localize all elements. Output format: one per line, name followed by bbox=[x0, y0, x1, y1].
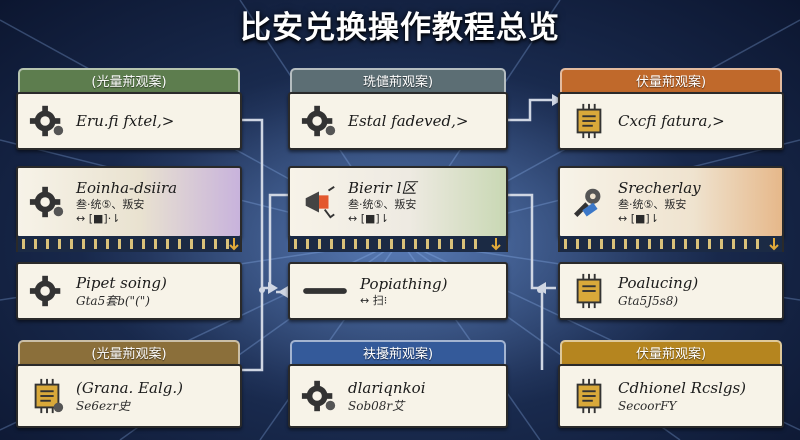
column-header-center-bottom: 衭擾荊观案) bbox=[290, 340, 506, 366]
column-header-left-top: (光量荊观案) bbox=[18, 68, 240, 94]
column-header-right-bottom: 伏量荊观案) bbox=[560, 340, 782, 366]
megaphone-icon bbox=[300, 183, 338, 221]
card-subtitle: 叁·统⑤、叛安 bbox=[348, 197, 417, 211]
card-title: Srecherlay bbox=[618, 178, 701, 197]
step-card-r1[interactable]: Cxcfi fatura,> bbox=[558, 92, 784, 150]
progress-ticks bbox=[288, 236, 508, 252]
card-title: dlariqnkoi bbox=[348, 378, 426, 397]
gear-icon bbox=[300, 377, 338, 415]
card-subtitle: SecoorFY bbox=[618, 398, 677, 413]
gear-icon bbox=[28, 183, 66, 221]
step-card-l4[interactable]: (Grana. Ealg.) Se6ezr史 bbox=[16, 364, 242, 428]
chip-icon bbox=[570, 102, 608, 140]
column-header-center-top: 珗儙荊观案) bbox=[290, 68, 506, 94]
card-subtitle: 叁·统⑤、叛安 bbox=[618, 197, 687, 211]
step-card-l1[interactable]: Eru.fi fxtel,> bbox=[16, 92, 242, 150]
card-title: Eru.fi fxtel,> bbox=[76, 111, 175, 130]
card-title: Estal fadeved,> bbox=[348, 111, 469, 130]
chip-icon bbox=[28, 377, 66, 415]
card-subtitle: Gta5J5s8) bbox=[618, 293, 679, 308]
gear-icon bbox=[28, 272, 66, 310]
step-card-r3[interactable]: Poalucing) Gta5J5s8) bbox=[558, 262, 784, 320]
step-card-c4[interactable]: dlariqnkoi Sob08r艾 bbox=[288, 364, 508, 428]
card-subtitle: Gta5套b("(") bbox=[76, 293, 150, 308]
step-card-c3[interactable]: Popiathing) ↔ 扫⁝ bbox=[288, 262, 508, 320]
step-card-l3[interactable]: Pipet soing) Gta5套b("(") bbox=[16, 262, 242, 320]
column-header-left-bottom: (光量荊观案) bbox=[18, 340, 240, 366]
card-title: Poalucing) bbox=[618, 273, 699, 292]
step-card-c1[interactable]: Estal fadeved,> bbox=[288, 92, 508, 150]
gear-icon bbox=[28, 102, 66, 140]
gear-icon bbox=[300, 102, 338, 140]
card-title: (Grana. Ealg.) bbox=[76, 378, 183, 397]
step-card-c2[interactable]: Bierir l区 叁·统⑤、叛安 ↔ [■]⇂ bbox=[288, 166, 508, 238]
page-title: 比安兑换操作教程总览 bbox=[240, 10, 560, 46]
step-card-r2[interactable]: Srecherlay 叁·统⑤、叛安 ↔ [■]⇂ bbox=[558, 166, 784, 238]
card-title: Cdhionel Rcslgs) bbox=[618, 378, 747, 397]
tools-icon bbox=[570, 183, 608, 221]
progress-ticks bbox=[558, 236, 784, 252]
card-detail: ↔ [■]⇂ bbox=[348, 211, 389, 225]
column-header-right-top: 伏量荊观案) bbox=[560, 68, 782, 94]
card-subtitle: Se6ezr史 bbox=[76, 398, 131, 413]
bar-icon bbox=[300, 272, 350, 310]
card-title: Bierir l区 bbox=[348, 178, 417, 197]
card-subtitle: 叁·统⑤、叛安 bbox=[76, 197, 145, 211]
card-subtitle: Sob08r艾 bbox=[348, 398, 405, 413]
card-subtitle: ↔ 扫⁝ bbox=[360, 293, 388, 307]
card-title: Pipet soing) bbox=[76, 273, 167, 292]
step-card-l2[interactable]: Eoinha-dsiira 叁·统⑤、叛安 ↔ [■]·⇂ bbox=[16, 166, 242, 238]
progress-ticks bbox=[16, 236, 242, 252]
card-title: Popiathing) bbox=[360, 274, 448, 293]
card-detail: ↔ [■]⇂ bbox=[618, 211, 659, 225]
card-title: Eoinha-dsiira bbox=[76, 178, 178, 197]
chip-icon bbox=[570, 377, 608, 415]
step-card-r4[interactable]: Cdhionel Rcslgs) SecoorFY bbox=[558, 364, 784, 428]
chip-icon bbox=[570, 272, 608, 310]
card-detail: ↔ [■]·⇂ bbox=[76, 211, 121, 225]
card-title: Cxcfi fatura,> bbox=[618, 111, 725, 130]
